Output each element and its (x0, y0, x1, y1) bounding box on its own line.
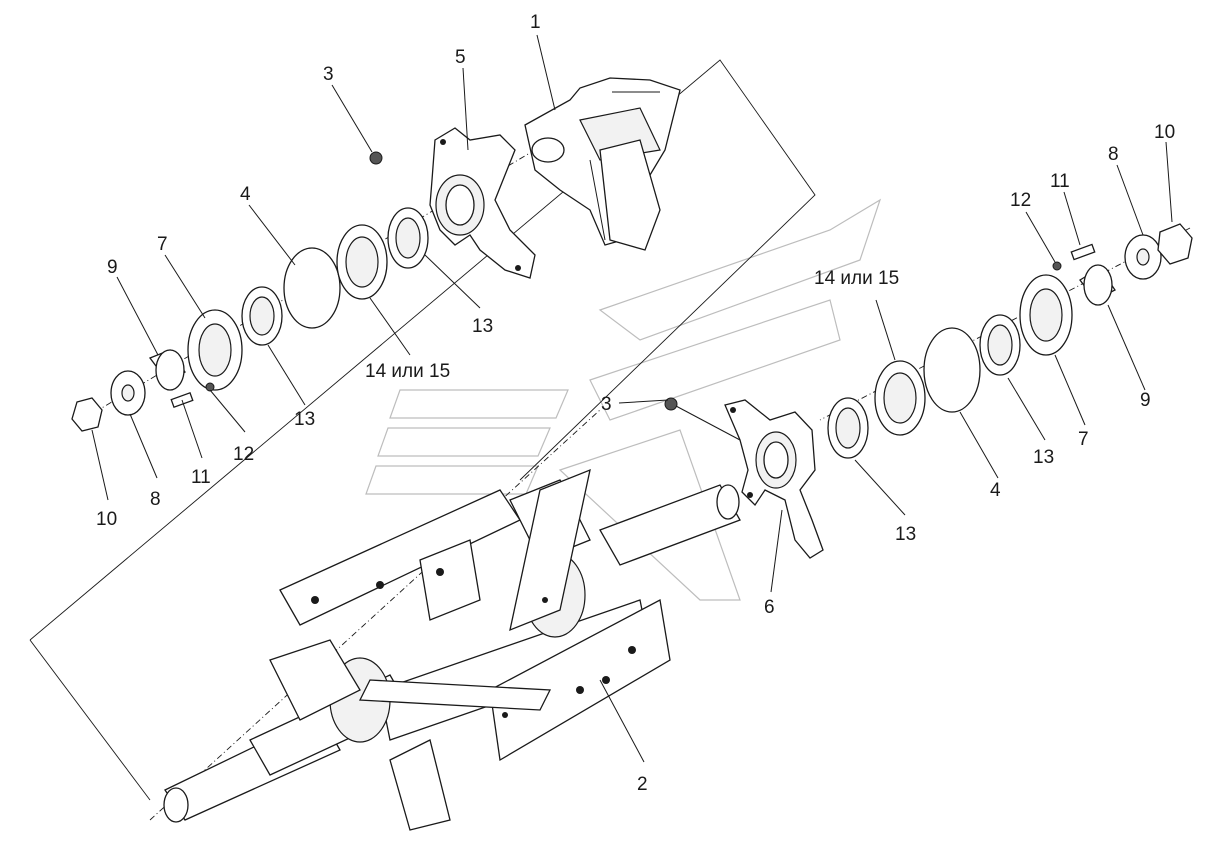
callout-5: 5 (455, 47, 466, 68)
gasket-part-4-left (283, 247, 341, 329)
callout-4-right: 4 (990, 480, 1001, 501)
callout-11-left: 11 (191, 467, 211, 488)
callout-7-right: 7 (1078, 429, 1089, 450)
callout-13-b: 13 (472, 316, 493, 337)
nut-part-10-right (1157, 223, 1193, 265)
callout-8-right: 8 (1108, 144, 1119, 165)
gasket-part-4-right (923, 327, 981, 413)
left-bearing-stack (71, 151, 429, 432)
callout-7-left: 7 (157, 234, 168, 255)
callout-4-left: 4 (240, 184, 251, 205)
callout-10-left: 10 (96, 509, 117, 530)
nipple-part-3-left (369, 151, 383, 165)
callout-13-c: 13 (895, 524, 916, 545)
rotor-shaft-part-2 (163, 468, 741, 831)
washer-part-12-left (205, 382, 215, 392)
callouts: 1 2 3 3 4 4 5 6 7 7 8 8 9 9 10 10 11 11 … (96, 12, 1175, 795)
callout-12-right: 12 (1010, 190, 1031, 211)
callout-9-left: 9 (107, 257, 118, 278)
bolt-part-11-right (1070, 243, 1096, 261)
knuckle-part-5 (429, 127, 536, 279)
callout-3-top: 3 (323, 64, 334, 85)
knuckle-part-6 (724, 399, 824, 559)
callout-3-mid: 3 (601, 394, 612, 415)
callout-12-left: 12 (233, 444, 254, 465)
callout-6: 6 (764, 597, 775, 618)
callout-14-or-15-right: 14 или 15 (814, 268, 899, 289)
callout-14-or-15-left: 14 или 15 (365, 361, 450, 382)
callout-10-right: 10 (1154, 122, 1175, 143)
callout-13-d: 13 (1033, 447, 1054, 468)
callout-2: 2 (637, 774, 648, 795)
nut-part-10-left (71, 397, 103, 432)
callout-13-a: 13 (294, 409, 315, 430)
callout-1: 1 (530, 12, 541, 33)
leader-lines (91, 34, 1173, 763)
right-bearing-stack (664, 223, 1193, 459)
callout-8-left: 8 (150, 489, 161, 510)
callout-11-right: 11 (1050, 171, 1070, 192)
nipple-part-3-right (664, 397, 678, 411)
callout-9-right: 9 (1140, 390, 1151, 411)
bracket-part-1 (524, 77, 681, 251)
washer-part-12-right (1052, 261, 1062, 271)
